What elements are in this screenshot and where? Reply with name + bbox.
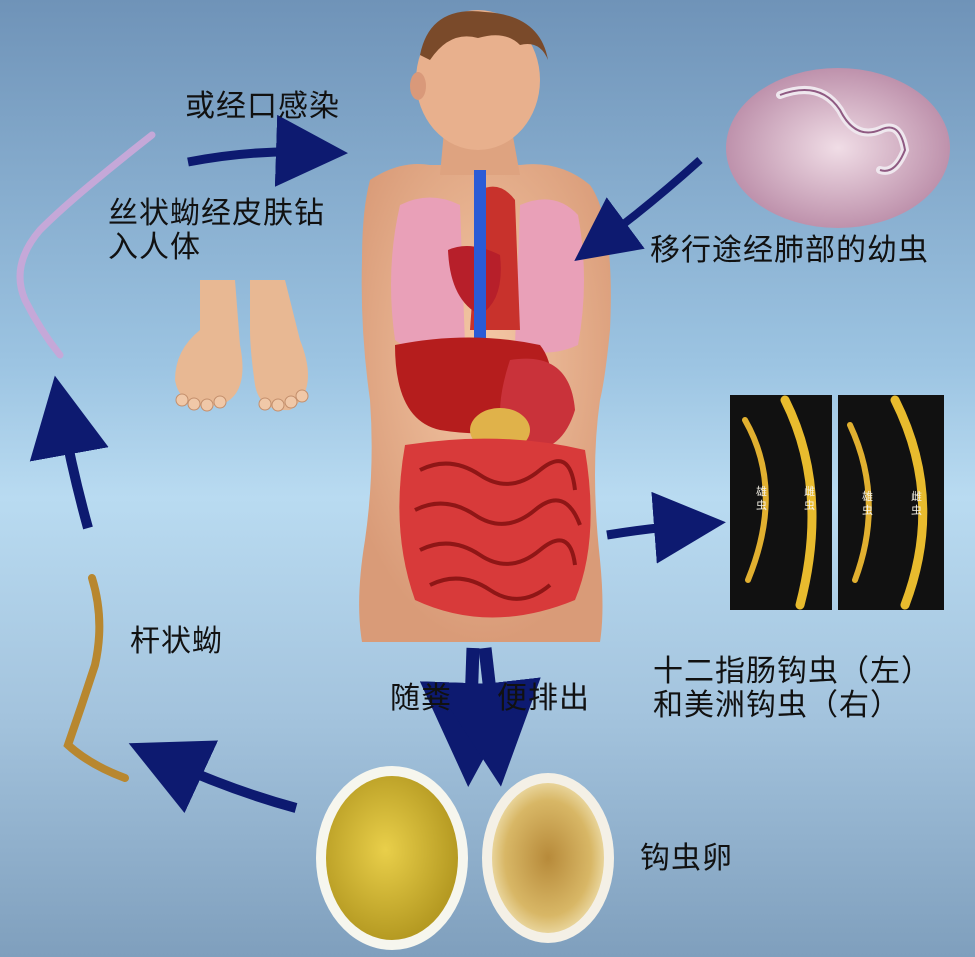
label-skin-penetration: 丝状蚴经皮肤钻 入人体: [108, 197, 325, 265]
bare-feet-image: [175, 280, 308, 411]
rhabditiform-larva-image: [68, 578, 125, 778]
hookworm-egg-images: [316, 766, 614, 950]
human-anatomy-figure: [359, 10, 611, 642]
lung-larva-micrograph: [726, 68, 950, 228]
arrow-excretion-right: [485, 648, 495, 735]
arrow-eggs-to-rhabditiform: [165, 760, 296, 808]
label-lung-migration: 移行途经肺部的幼虫: [650, 234, 929, 268]
arrow-excretion-left: [470, 648, 473, 735]
label-fecal-excretion-left: 随粪: [390, 682, 452, 716]
label-fecal-excretion-right: 便排出: [497, 682, 590, 716]
label-rhabditiform-larva: 杆状蚴: [130, 625, 223, 659]
arrow-to-mouth: [188, 152, 312, 162]
arrow-body-to-adults: [607, 525, 690, 535]
label-oral-infection: 或经口感染: [185, 90, 340, 124]
arrow-lung-larva-to-body: [600, 160, 700, 242]
arrow-rhabditiform-to-filariform: [62, 415, 88, 528]
label-hookworm-eggs: 钩虫卵: [640, 842, 733, 876]
label-adult-species: 十二指肠钩虫（左） 和美洲钩虫（右）: [653, 655, 932, 723]
